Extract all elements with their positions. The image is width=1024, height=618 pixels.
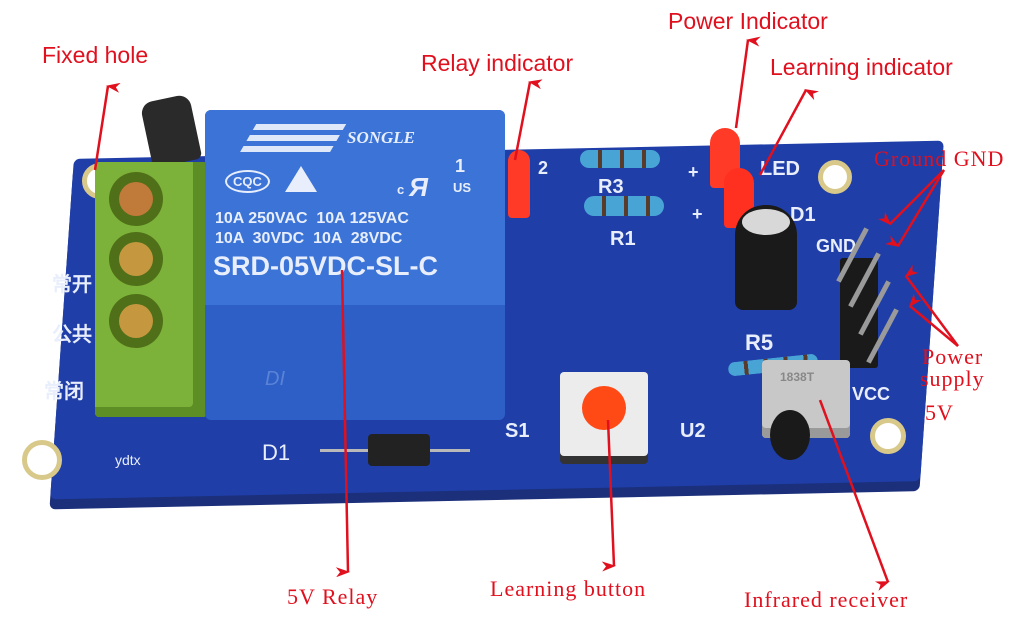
label-d1: D1 (262, 440, 291, 465)
annotation-learning-indicator: Learning indicator (770, 54, 953, 80)
relay-indicator-led (508, 150, 530, 218)
screw-terminal-block (95, 162, 207, 417)
annotation-power-supply-3: 5V (925, 400, 954, 425)
label-r1: R1 (610, 228, 636, 250)
label-r3: R3 (598, 176, 624, 198)
arrow-gnd-1 (877, 169, 945, 226)
mounting-hole-bottom-right (870, 418, 906, 454)
annotation-ground-gnd: Ground GND (874, 146, 1005, 171)
arrow-5v-relay (335, 269, 350, 578)
annotation-power-indicator: Power Indicator (668, 8, 828, 34)
relay-rating-1: 10A 250VAC 10A 125VAC (215, 210, 409, 227)
ir-receiver-dome (770, 410, 810, 460)
relay-rating-2: 10A 30VDC 10A 28VDC (215, 230, 403, 247)
relay: SONGLE CQC c Я 1 US 10A 250VAC 10A 125VA… (205, 110, 505, 420)
mounting-hole-top-right (818, 160, 852, 194)
label-maker: ydtx (115, 452, 141, 468)
cqc-mark: CQC (225, 170, 270, 193)
label-gnd: GND (816, 236, 856, 256)
label-plus-1: + (688, 162, 699, 182)
arrow-power-indicator (734, 36, 761, 129)
ul-mark-c: c (397, 182, 405, 197)
learning-button-cap[interactable] (582, 386, 626, 430)
label-s1: S1 (505, 420, 530, 442)
arrow-fixed-hole (93, 82, 121, 171)
label-2: 2 (538, 158, 549, 178)
arrow-relay-indicator (513, 79, 543, 161)
annotation-relay-indicator: Relay indicator (421, 50, 574, 76)
label-common: 公共 (52, 324, 92, 346)
diode (368, 434, 430, 466)
annotation-learning-button: Learning button (490, 576, 647, 601)
label-r5: R5 (745, 330, 774, 355)
learning-button[interactable] (560, 372, 648, 456)
relay-brand: SONGLE (347, 128, 416, 147)
arrow-learning-indicator (758, 89, 819, 176)
ir-receiver-marking: 1838T (780, 370, 815, 384)
label-normally-open: 常开 (52, 274, 92, 296)
arrow-power-2 (908, 293, 959, 347)
relay-outline-label: DI (265, 368, 285, 390)
screw-2 (109, 232, 163, 286)
ul-mark-top: 1 (455, 156, 466, 176)
mounting-hole-bottom-left (22, 440, 62, 480)
resistor-r1 (584, 196, 664, 216)
ul-mark-us: US (453, 180, 472, 195)
annotation-power-supply-2: supply (920, 366, 985, 391)
triangle-cert-icon (285, 166, 317, 192)
arrow-gnd-2 (885, 169, 946, 248)
arrow-infrared-receiver (818, 399, 890, 591)
label-normally-closed: 常闭 (44, 381, 84, 403)
resistor-r3 (580, 150, 660, 168)
arrow-power-1 (904, 264, 960, 347)
annotation-5v-relay: 5V Relay (287, 584, 379, 609)
label-plus-2: + (692, 204, 703, 224)
label-u2: U2 (680, 420, 706, 442)
capacitor (735, 205, 797, 310)
arrow-learning-button (601, 419, 616, 572)
screw-1 (109, 172, 163, 226)
label-vcc: VCC (852, 384, 891, 404)
relay-model: SRD-05VDC-SL-C (213, 251, 439, 281)
annotation-power-supply-1: Power (922, 344, 984, 369)
label-d-led: D1 (790, 204, 816, 226)
ul-mark-icon: Я (409, 172, 428, 202)
screw-3 (109, 294, 163, 348)
annotation-infrared-receiver: Infrared receiver (744, 587, 909, 612)
annotation-fixed-hole: Fixed hole (42, 42, 149, 68)
label-led: LED (760, 158, 800, 180)
